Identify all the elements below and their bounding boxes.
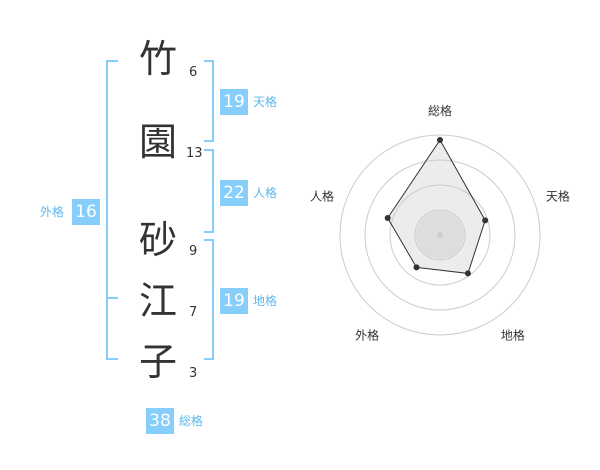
radar-point-3 xyxy=(464,270,471,277)
radar-axis-label-1: 総格 xyxy=(428,103,452,118)
gaikaku-bracket xyxy=(106,60,118,360)
stroke-count-1: 6 xyxy=(189,65,198,80)
gaikaku-bracket-tick xyxy=(106,297,118,299)
radar-series-polygon xyxy=(387,139,486,274)
radar-point-1 xyxy=(437,137,443,143)
jinkaku-bracket xyxy=(204,149,214,233)
radar-ring-4 xyxy=(339,134,541,336)
name-char-3: 砂 xyxy=(138,218,177,262)
gaikaku-label: 外格 xyxy=(40,205,65,219)
chikaku-bracket xyxy=(204,239,214,360)
tenkaku-value-badge: 19 xyxy=(220,89,248,115)
radar-axis-label-5: 人格 xyxy=(310,189,334,204)
radar-point-2 xyxy=(482,217,489,224)
radar-axis-label-3: 地格 xyxy=(501,327,525,342)
radar-ring-2 xyxy=(389,184,491,286)
soukaku-label: 総格 xyxy=(179,414,204,428)
stroke-count-2: 13 xyxy=(186,146,203,161)
name-char-1: 竹 xyxy=(138,37,177,81)
radar-ring-3 xyxy=(364,159,516,311)
name-char-2: 園 xyxy=(138,120,177,164)
radar-axis-label-4: 外格 xyxy=(355,327,379,342)
radar-ring-1 xyxy=(414,209,466,261)
gaikaku-value-badge: 16 xyxy=(72,199,100,225)
chikaku-value-badge: 19 xyxy=(220,288,248,314)
radar-center-dot xyxy=(437,232,443,238)
tenkaku-bracket xyxy=(204,60,214,142)
jinkaku-value-badge: 22 xyxy=(220,180,248,206)
tenkaku-label: 天格 xyxy=(253,95,278,109)
radar-axis-label-2: 天格 xyxy=(546,189,570,204)
name-char-4: 江 xyxy=(138,279,177,323)
stroke-count-5: 3 xyxy=(189,366,198,381)
stroke-count-4: 7 xyxy=(189,305,198,320)
stroke-count-3: 9 xyxy=(189,244,198,259)
jinkaku-label: 人格 xyxy=(253,186,278,200)
soukaku-value-badge: 38 xyxy=(146,408,174,434)
chikaku-label: 地格 xyxy=(253,294,278,308)
radar-point-4 xyxy=(413,264,420,271)
radar-point-5 xyxy=(384,215,391,222)
name-char-5: 子 xyxy=(138,340,177,384)
